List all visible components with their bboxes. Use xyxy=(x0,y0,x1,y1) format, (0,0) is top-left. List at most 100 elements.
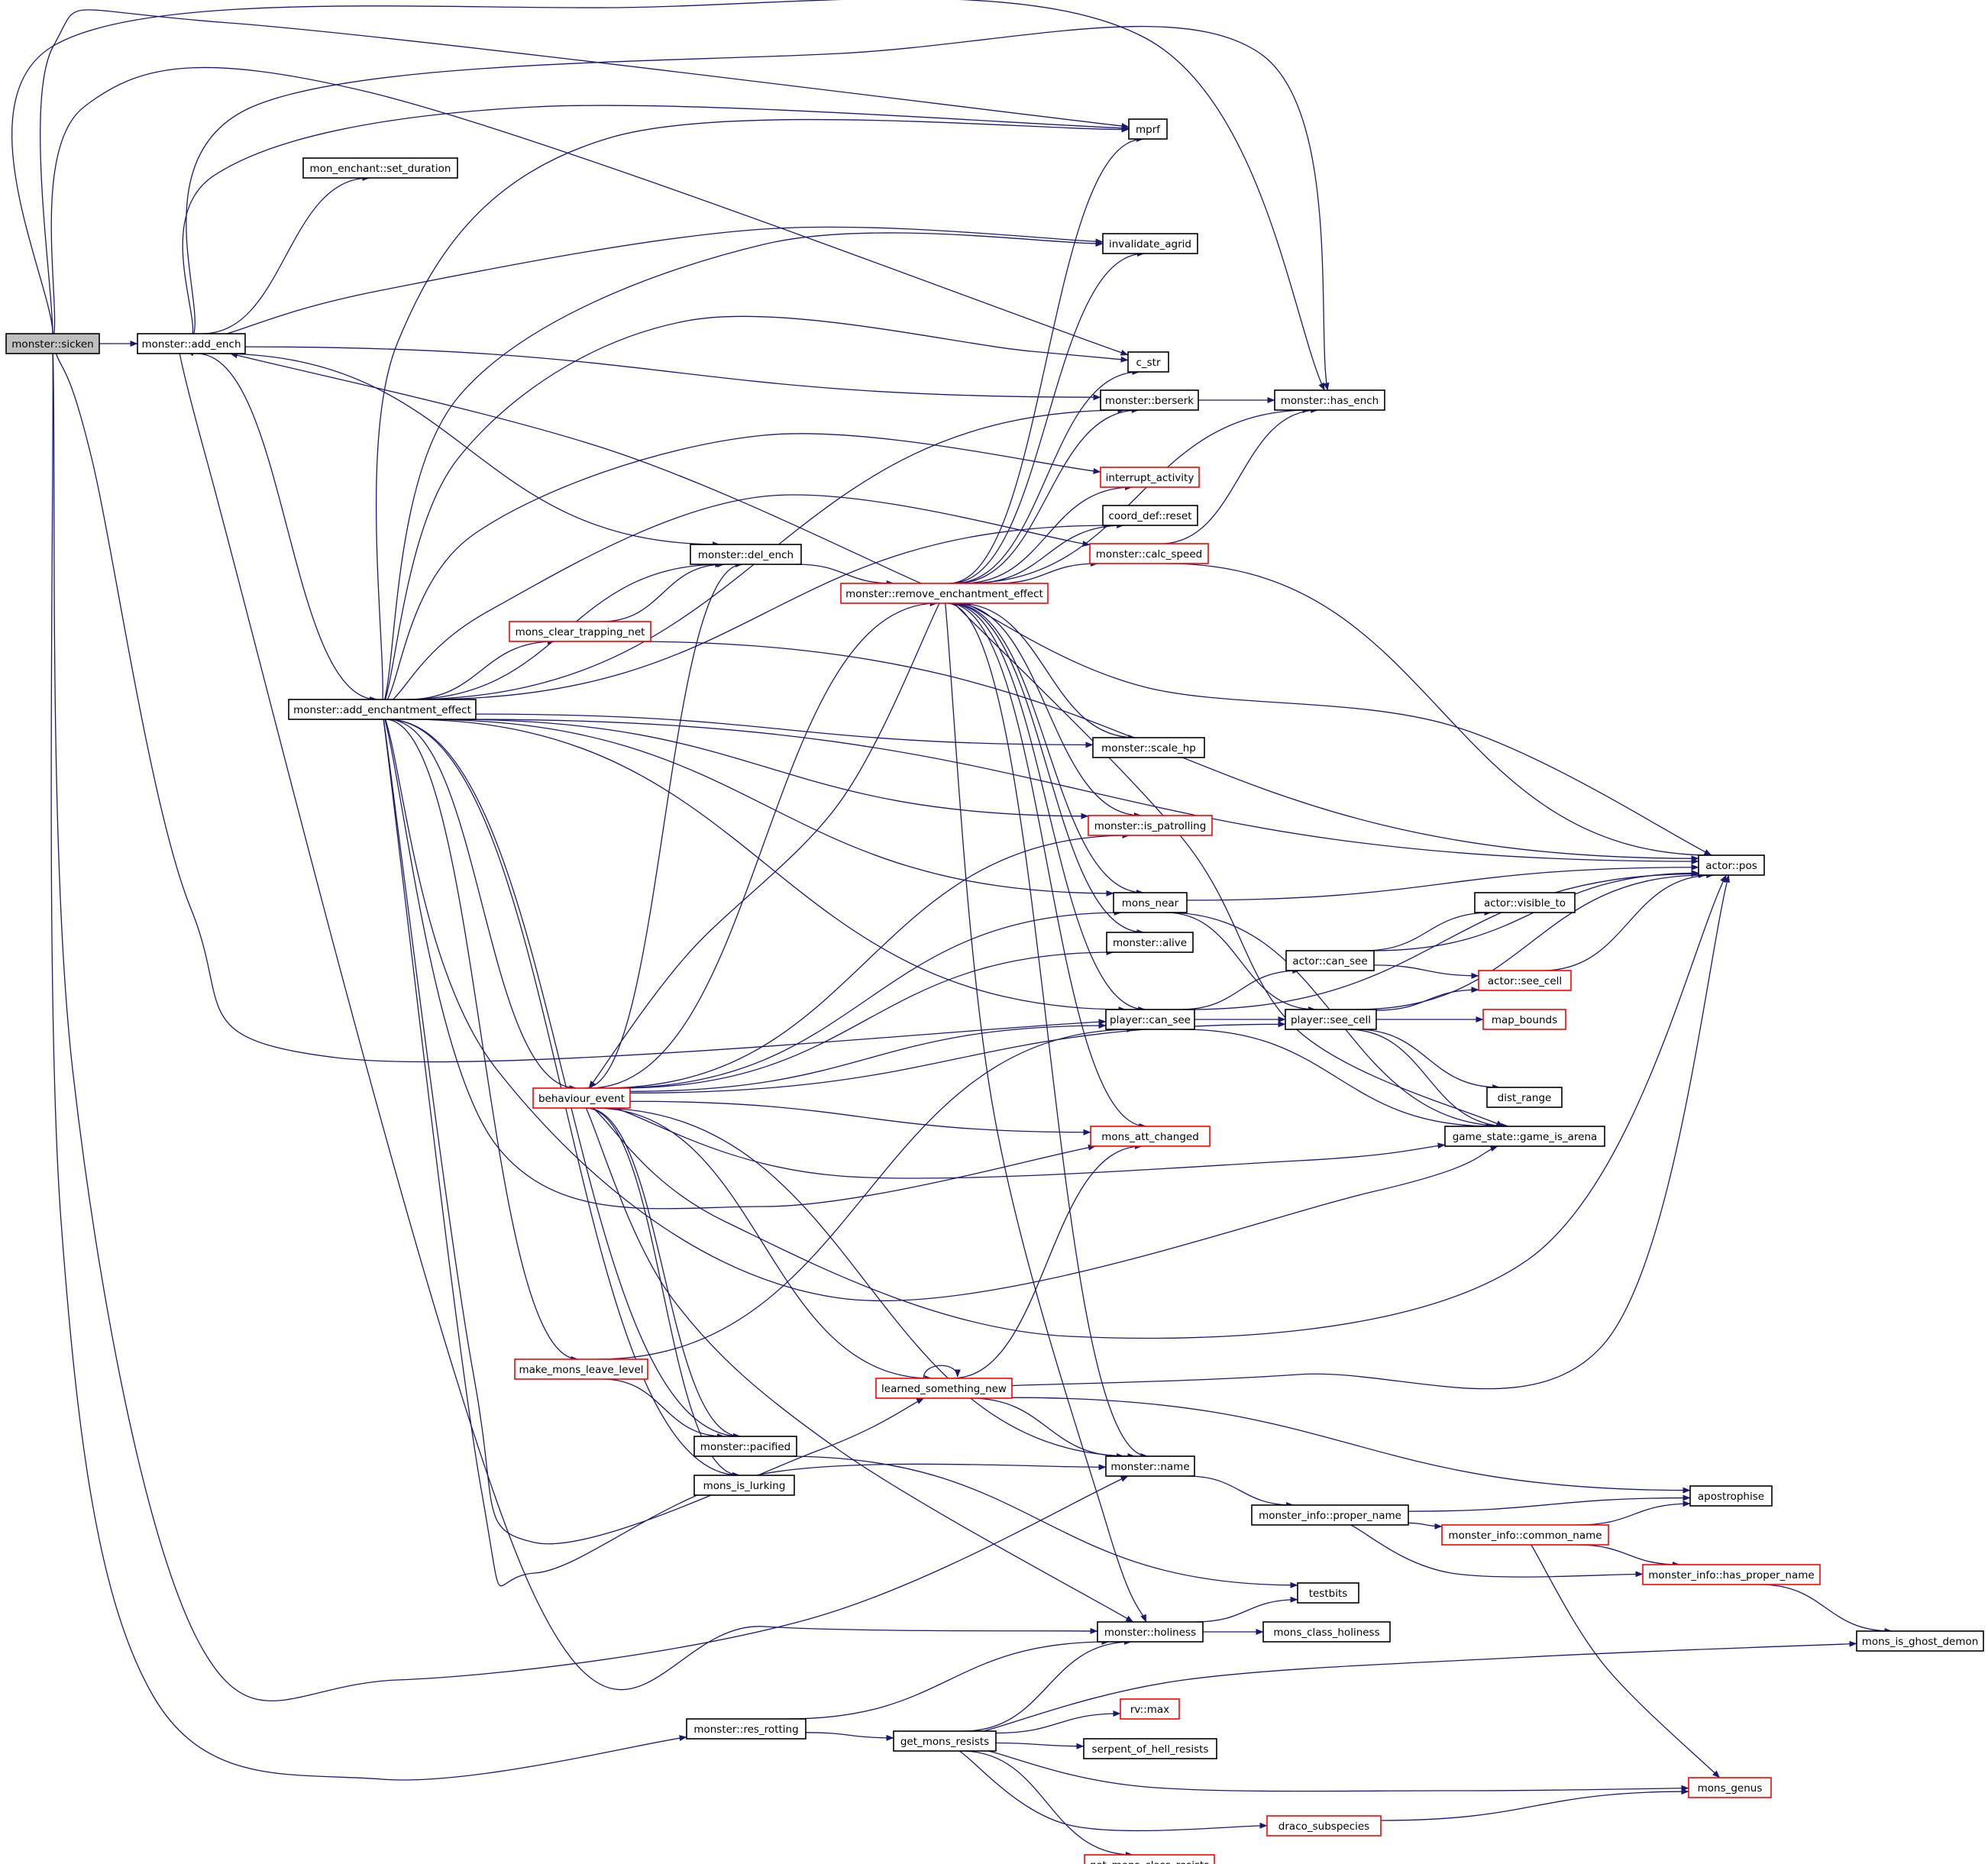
node-invalidate-agrid[interactable]: invalidate_agrid xyxy=(1102,233,1198,254)
node-mon-name[interactable]: monster::name xyxy=(1105,1455,1195,1477)
edge-line xyxy=(387,719,577,1091)
node-behaviour-event[interactable]: behaviour_event xyxy=(532,1087,631,1109)
edge-line xyxy=(386,433,1101,700)
edge-line xyxy=(407,638,555,700)
node-mprf[interactable]: mprf xyxy=(1128,118,1168,140)
edge-add_ench-to-has_ench xyxy=(186,25,1330,391)
node-add-ench-effect[interactable]: monster::add_enchantment_effect xyxy=(288,699,477,720)
edge-line xyxy=(961,1750,1133,1858)
edge-line xyxy=(386,719,742,1439)
node-leave-level[interactable]: make_mons_leave_level xyxy=(514,1358,648,1380)
node-box xyxy=(1285,950,1375,971)
node-label: c_str xyxy=(1136,357,1160,369)
node-del-ench[interactable]: monster::del_ench xyxy=(690,544,802,565)
node-c-str[interactable]: c_str xyxy=(1127,351,1169,373)
edge-del_ench-to-remove_ench xyxy=(796,564,894,586)
node-label: mons_genus xyxy=(1698,1782,1763,1795)
node-box xyxy=(1120,1698,1180,1720)
node-is-patrolling[interactable]: monster::is_patrolling xyxy=(1088,815,1213,836)
node-box xyxy=(1090,1126,1211,1147)
edge-common_name-to-apostrophise xyxy=(1577,1501,1691,1526)
node-label: game_state::game_is_arena xyxy=(1453,1131,1598,1143)
node-draco[interactable]: draco_subspecies xyxy=(1266,1815,1382,1837)
edge-line xyxy=(1011,1397,1691,1494)
edge-line xyxy=(945,602,1147,1623)
edge-line xyxy=(1186,1475,1295,1508)
node-trapping-net[interactable]: mons_clear_trapping_net xyxy=(509,621,651,642)
node-label: actor::pos xyxy=(1705,860,1757,872)
edge-line xyxy=(1186,864,1699,901)
node-coord-reset[interactable]: coord_def::reset xyxy=(1102,505,1198,526)
edge-behaviour_event-to-del_ench xyxy=(584,561,744,1089)
edge-add_ench-to-mprf xyxy=(182,105,1130,334)
edge-line xyxy=(1011,874,1730,1390)
node-scale-hp[interactable]: monster::scale_hp xyxy=(1092,737,1205,758)
node-map-bounds[interactable]: map_bounds xyxy=(1482,1009,1566,1030)
node-sicken[interactable]: monster::sicken xyxy=(5,333,100,354)
edge-has_proper_name-to-ghost_demon xyxy=(1759,1584,1893,1634)
node-mons-near[interactable]: mons_near xyxy=(1113,892,1188,913)
node-label: mons_is_ghost_demon xyxy=(1862,1636,1979,1648)
edge-add_ench_effect-to-actor_pos xyxy=(468,719,1699,865)
node-has-ench[interactable]: monster::has_ench xyxy=(1274,389,1385,411)
edge-add_ench_effect-to-behaviour_event xyxy=(387,719,577,1091)
edge-line xyxy=(593,874,1727,1339)
edge-remove_ench-to-has_ench xyxy=(964,407,1311,584)
node-actor-can-see[interactable]: actor::can_see xyxy=(1285,950,1375,971)
node-actor-pos[interactable]: actor::pos xyxy=(1698,854,1765,876)
edge-line xyxy=(384,315,1129,700)
node-common-name[interactable]: monster_info::common_name xyxy=(1441,1524,1609,1546)
node-lurking[interactable]: mons_is_lurking xyxy=(693,1475,795,1496)
node-mons-att-changed[interactable]: mons_att_changed xyxy=(1090,1126,1211,1147)
node-serpent[interactable]: serpent_of_hell_resists xyxy=(1083,1738,1217,1759)
edge-line xyxy=(596,1107,1136,1459)
node-class-holiness[interactable]: mons_class_holiness xyxy=(1262,1621,1391,1643)
node-label: map_bounds xyxy=(1492,1014,1557,1026)
edge-line xyxy=(610,909,1122,1089)
node-actor-see-cell[interactable]: actor::see_cell xyxy=(1478,970,1572,991)
node-player-can-see[interactable]: player::can_see xyxy=(1105,1009,1195,1030)
edge-player_see_cell-to-dist_range xyxy=(1355,1029,1501,1090)
edge-remove_ench-to-mprf xyxy=(949,136,1144,584)
edge-common_name-to-has_proper_name xyxy=(1576,1544,1680,1568)
node-set-duration[interactable]: mon_enchant::set_duration xyxy=(302,157,458,179)
node-game-is-arena[interactable]: game_state::game_is_arena xyxy=(1444,1126,1605,1147)
node-get-mons-resists[interactable]: get_mons_resists xyxy=(893,1730,997,1752)
node-berserk[interactable]: monster::berserk xyxy=(1100,389,1199,411)
node-visible-to[interactable]: actor::visible_to xyxy=(1474,892,1576,913)
node-apostrophise[interactable]: apostrophise xyxy=(1689,1485,1773,1507)
node-alive[interactable]: monster::alive xyxy=(1106,932,1194,953)
node-label: monster::is_patrolling xyxy=(1094,820,1207,832)
node-class-resists[interactable]: get_mons_class_resists xyxy=(1084,1854,1215,1864)
node-add-ench[interactable]: monster::add_ench xyxy=(137,333,246,354)
node-player-see-cell[interactable]: player::see_cell xyxy=(1285,1009,1377,1030)
edge-remove_ench-to-behaviour_event xyxy=(588,602,940,1089)
edge-pacified-to-testbits xyxy=(784,1455,1298,1588)
node-label: mons_near xyxy=(1122,897,1179,909)
node-box xyxy=(1106,932,1194,953)
edge-leave_level-to-pacified xyxy=(602,1378,725,1439)
edge-learned-to-mons_att_changed xyxy=(952,1143,1143,1379)
node-res-rotting[interactable]: monster::res_rotting xyxy=(686,1718,807,1740)
edge-line xyxy=(1531,1544,1721,1778)
node-testbits[interactable]: testbits xyxy=(1297,1582,1359,1604)
node-remove-ench[interactable]: monster::remove_enchantment_effect xyxy=(840,583,1049,604)
node-proper-name[interactable]: monster_info::proper_name xyxy=(1251,1504,1409,1526)
edge-behaviour_event-to-lurking xyxy=(585,1107,741,1478)
node-interrupt-activity[interactable]: interrupt_activity xyxy=(1100,467,1200,488)
edge-sicken-to-player_can_see xyxy=(55,353,1107,1063)
edge-line xyxy=(186,25,1330,391)
edge-get_mons_resists-to-rv_max xyxy=(995,1711,1121,1734)
edge-line xyxy=(995,1742,1085,1749)
node-label: monster::has_ench xyxy=(1281,395,1379,407)
node-mons-genus[interactable]: mons_genus xyxy=(1688,1777,1772,1798)
node-pacified[interactable]: monster::pacified xyxy=(693,1436,797,1457)
node-calc-speed[interactable]: monster::calc_speed xyxy=(1089,543,1209,564)
node-has-proper-name[interactable]: monster_info::has_proper_name xyxy=(1642,1564,1821,1585)
node-ghost-demon[interactable]: mons_is_ghost_demon xyxy=(1856,1630,1984,1652)
node-dist-range[interactable]: dist_range xyxy=(1486,1087,1563,1108)
node-holiness[interactable]: monster::holiness xyxy=(1097,1621,1204,1643)
node-learned[interactable]: learned_something_new xyxy=(875,1378,1013,1399)
edge-line xyxy=(376,118,1130,700)
node-rv-max[interactable]: rv::max xyxy=(1120,1698,1180,1720)
